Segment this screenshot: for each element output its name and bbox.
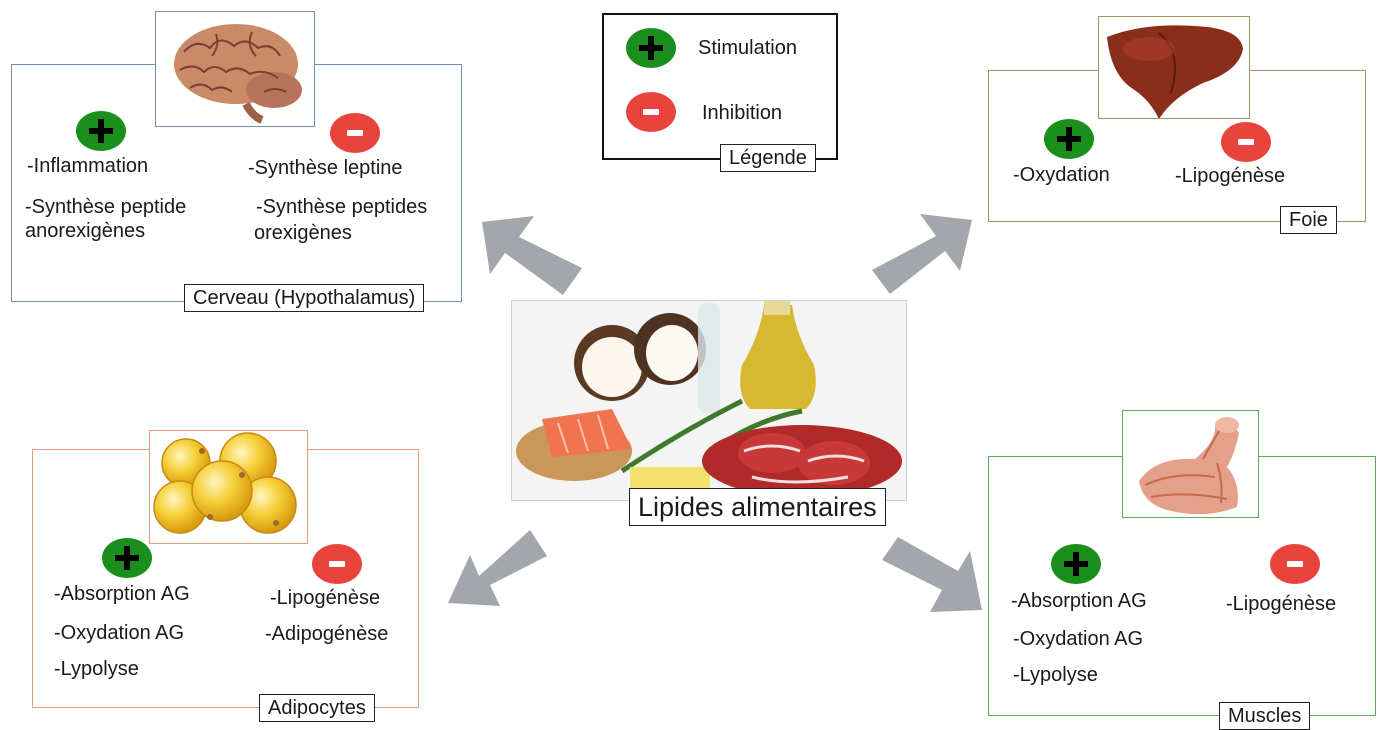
food-icon <box>512 301 906 500</box>
muscle-plus-item: -Absorption AG <box>1011 590 1147 612</box>
liver-minus-item: -Lipogénèse <box>1175 165 1286 187</box>
muscle-stimulation-icon <box>1051 544 1101 584</box>
inhibition-icon <box>626 92 676 132</box>
brain-stimulation-icon <box>76 111 126 151</box>
muscle-image <box>1122 410 1259 518</box>
liver-icon <box>1107 25 1243 118</box>
arrow-to-adipo <box>448 530 547 606</box>
brain-plus-item: -Synthèse peptide <box>25 196 187 218</box>
legend-stimulation-label: Stimulation <box>698 37 797 59</box>
adipo-inhibition-icon <box>312 544 362 584</box>
liver-image <box>1098 16 1250 119</box>
brain-inhibition-icon <box>330 113 380 153</box>
brain-plus-item: -Inflammation <box>27 155 149 177</box>
center-label: Lipides alimentaires <box>629 488 886 526</box>
muscle-inhibition-icon <box>1270 544 1320 584</box>
brain-minus-item: -Synthèse peptides <box>256 196 428 218</box>
legend-title: Légende <box>720 144 816 172</box>
adipo-minus-item: -Adipogénèse <box>265 623 389 645</box>
liver-title: Foie <box>1280 206 1337 234</box>
adipo-plus-item: -Absorption AG <box>54 583 190 605</box>
liver-stimulation-icon <box>1044 119 1094 159</box>
arrow-to-muscle <box>882 537 982 612</box>
legend-inhibition-label: Inhibition <box>702 102 783 124</box>
brain-image <box>155 11 315 127</box>
muscle-minus-item: -Lipogénèse <box>1226 593 1337 615</box>
fat-cells-icon <box>153 432 297 534</box>
adipo-plus-item: -Oxydation AG <box>54 622 185 644</box>
arrow-to-brain <box>482 216 582 295</box>
liver-plus-item: -Oxydation <box>1013 164 1110 186</box>
stimulation-icon <box>626 28 676 68</box>
brain-icon <box>174 24 302 124</box>
adipo-title: Adipocytes <box>259 694 375 722</box>
muscle-arm-icon <box>1139 417 1239 515</box>
center-food-image <box>511 300 907 501</box>
brain-minus-item: -Synthèse leptine <box>248 157 403 179</box>
adipo-image <box>149 430 308 544</box>
arrow-to-liver <box>872 214 972 294</box>
adipo-plus-item: -Lypolyse <box>54 658 139 680</box>
liver-inhibition-icon <box>1221 122 1271 162</box>
muscle-title: Muscles <box>1219 702 1311 730</box>
brain-minus-item: orexigènes <box>254 222 352 244</box>
brain-title: Cerveau (Hypothalamus) <box>184 284 425 312</box>
muscle-plus-item: -Oxydation AG <box>1013 628 1144 650</box>
muscle-plus-item: -Lypolyse <box>1013 664 1098 686</box>
adipo-minus-item: -Lipogénèse <box>270 587 381 609</box>
adipo-stimulation-icon <box>102 538 152 578</box>
brain-plus-item: anorexigènes <box>25 220 146 242</box>
